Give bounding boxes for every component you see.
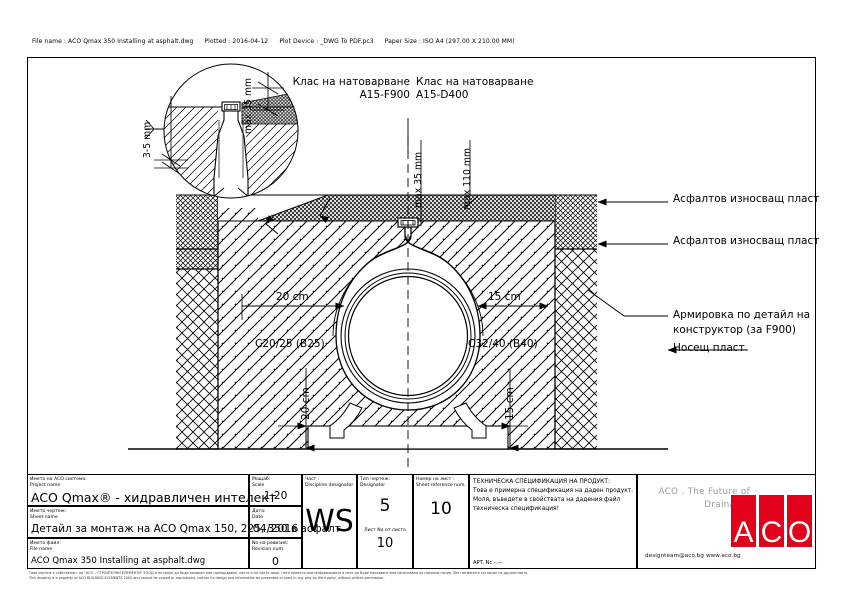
tb-spec-cell: ТЕХНИЧЕСКА СПЕЦИФИКАЦИЯ НА ПРОДУКТ: Това… [469,474,637,569]
detail-dimensions [154,72,284,175]
wedge-arrows [265,197,331,235]
tb-revision-caption-bg: No на ревизия: [252,540,289,546]
load-class-right: Клас на натоварване A15-D400 [416,76,534,101]
legal-line-bg: Това чертеж е собственост на "АСО – СТРО… [29,571,529,575]
tb-project-caption-en: Project name [30,482,61,488]
detail-bubble [145,63,299,199]
tb-designator-sub-caption: Лист No от листа [364,527,406,533]
tb-designator-value: 5 [379,495,391,516]
tb-brand-cell: ACO . The Future of Drainage. designteam… [637,474,816,569]
tb-spec-line-2: Това е примерна спецификация на даден пр… [473,487,634,494]
brand-slogan-line-2: Drainage. [704,499,750,510]
qmax-channel-profile [329,217,487,439]
load-class-left: Клас на натоварване A15-F900 [292,76,410,101]
callout-asphalt-wearing-1: Асфалтов износващ пласт [673,193,820,205]
aco-logo-letter-c: C [759,495,784,548]
tb-designator-sub-value: 10 [376,536,394,552]
concrete-grade-right: C32/40 (B40) [468,338,538,350]
tb-discipline-value: WS [305,503,354,539]
plot-plotted-date: Plotted : 2016-04-12 [204,38,269,45]
callout-base-layer: Носещ пласт [673,342,745,354]
aco-logo-letter-a: A [731,495,756,548]
dim-right-vertical-label: 15 cm [504,387,516,420]
callout-leaders [587,198,748,354]
aco-logo: A C O [731,495,812,548]
tb-file-caption-en: File name [30,546,53,552]
brand-contact[interactable]: designteam@aco.bg www.aco.bg [645,553,741,559]
title-block: Името на АСО система: Project name ACO Q… [27,474,816,569]
plot-device: Plot Device : _DWG To PDF.pc3 [279,38,374,45]
tb-discipline-caption-en: Discipline designator [305,482,354,488]
tb-project-caption-bg: Името на АСО система: [30,476,87,482]
plot-header: File name : ACO Qmax 350 Installing at a… [32,38,524,45]
tb-sheet-caption-en: Sheet name [30,514,58,520]
tb-sheet-ref-caption-bg: Номер на лист : [416,476,455,482]
tb-project-value: ACO Qmax® - хидравличен интелект [31,489,277,505]
dim-vertical [278,368,528,452]
aco-logo-letter-o: O [787,495,812,548]
dim-gap-3-5mm: 3-5 mm [142,121,153,158]
tb-sheet-cell: Името чертеж: Sheet name Детайл за монта… [27,506,341,538]
tb-sheet-caption-bg: Името чертеж: [30,508,67,514]
technical-drawing-canvas [128,63,748,470]
tb-designator-cell: Тип чертеж: Designator 5 Лист No от лист… [357,474,413,569]
tb-sheet-ref-cell: Номер на лист : Sheet reference num. 10 [413,474,469,569]
tb-spec-line-3: Моля, въведете в свойствата на дадения ф… [473,496,621,503]
tb-project-cell: Името на АСО система: Project name ACO Q… [27,474,277,506]
tb-date-value: 04/2016 [252,521,299,535]
plot-paper-size: Paper Size : ISO A4 (297.00 X 210.00 MM) [384,38,515,45]
dim-main-max-110mm: max 110 mm [462,147,473,210]
tb-spec-line-4: техническа спецификация! [473,505,559,512]
main-section-body [128,194,668,450]
brand-slogan-line-1: ACO . The Future of [658,487,750,497]
main-top-dimensions [420,140,479,226]
dim-left-horizontal-label: 20 cm [276,291,309,303]
tb-scale-caption-bg: Мащаб: [252,476,271,482]
tb-revision-value: 0 [272,554,279,568]
tb-scale-caption-en: Scale [252,482,265,488]
dim-left-horizontal [241,294,345,320]
tb-sheet-ref-value: 10 [430,498,452,519]
tb-file-value: ACO Qmax 350 Installing at asphalt.dwg [31,555,206,566]
tb-discipline-cell: Част : Discipline designator WS [302,474,357,569]
tb-spec-art-no: APT. Nc -.--- [473,560,504,566]
tb-scale-value: 1:20 [263,489,288,502]
callout-reinforcement: Армировка по детайл на конструктор (за F… [673,309,811,337]
tb-discipline-caption-bg: Част : [305,476,320,482]
legal-footer: Това чертеж е собственост на "АСО – СТРО… [29,571,729,581]
tb-sheet-ref-caption-en: Sheet reference num. [416,482,466,488]
tb-revision-caption-en: Revision num. [252,546,285,552]
dim-right-horizontal-label: 15 cm [488,291,521,303]
concrete-grade-left: C20/25 (B25) [255,338,325,350]
tb-sheet-value: Детайл за монтаж на ACO Qmax 150, 225, 3… [31,522,341,535]
tb-file-cell: Името файл: File name ACO Qmax 350 Insta… [27,538,249,569]
callout-asphalt-wearing-2: Асфалтов износващ пласт [673,235,820,247]
tb-revision-cell: No на ревизия: Revision num. 0 [249,538,302,569]
tb-scale-cell: Мащаб: Scale 1:20 [249,474,302,506]
dim-detail-max-35mm: max 35 mm [243,77,254,134]
tb-spec-line-1: ТЕХНИЧЕСКА СПЕЦИФИКАЦИЯ НА ПРОДУКТ: [473,479,610,485]
brand-slogan: ACO . The Future of Drainage. [646,486,750,512]
tb-designator-caption-en: Designator [360,482,386,488]
dim-main-max-35mm: max 35 mm [413,151,424,208]
tb-file-caption-bg: Името файл: [30,540,61,546]
tb-designator-caption-bg: Тип чертеж: [360,476,390,482]
legal-line-en: This drawing is a property of ACO BUILDI… [29,576,385,581]
tb-date-caption-bg: Дата: [252,508,266,514]
drawing-frame: Клас на натоварване A15-F900 Клас на нат… [27,57,820,569]
tb-date-caption-en: Date [252,514,263,520]
dim-left-vertical-label: 20 cm [300,387,312,420]
plot-file-name: File name : ACO Qmax 350 Installing at a… [32,38,194,45]
tb-date-cell: Дата: Date 04/2016 [249,506,302,538]
